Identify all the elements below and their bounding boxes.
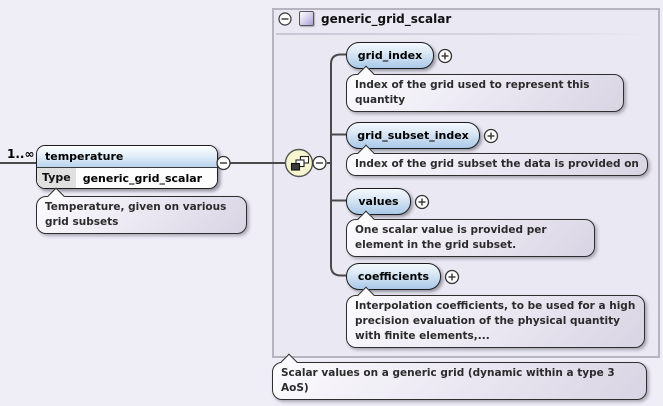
annotation-text: Index of the grid subset the data is pro… bbox=[355, 158, 639, 170]
sequence-compositor-icon[interactable] bbox=[282, 146, 316, 180]
complex-type-square-icon bbox=[299, 11, 314, 26]
occurrence-label: 1..∞ bbox=[7, 147, 35, 161]
element-grid-subset-index[interactable]: grid_subset_index bbox=[346, 122, 480, 149]
plus-circle-icon[interactable] bbox=[437, 48, 453, 64]
element-grid-index[interactable]: grid_index bbox=[346, 42, 434, 69]
plus-circle-icon[interactable] bbox=[414, 194, 430, 210]
plus-circle-icon[interactable] bbox=[444, 269, 460, 285]
minus-circle-icon[interactable] bbox=[312, 155, 328, 171]
plus-circle-icon[interactable] bbox=[483, 128, 499, 144]
element-name: temperature bbox=[37, 146, 217, 168]
element-type-row: Type generic_grid_scalar bbox=[37, 168, 217, 188]
element-row-values: values bbox=[346, 188, 430, 215]
annotation-bubble-grid-subset-index: Index of the grid subset the data is pro… bbox=[346, 144, 648, 176]
panel-title: generic_grid_scalar bbox=[321, 11, 452, 26]
element-temperature[interactable]: temperature Type generic_grid_scalar bbox=[36, 145, 218, 189]
collapse-toggle-icon[interactable] bbox=[278, 11, 292, 26]
annotation-text: Scalar values on a generic grid (dynamic… bbox=[281, 367, 615, 394]
type-value: generic_grid_scalar bbox=[82, 171, 203, 185]
annotation-text: Temperature, given on various grid subse… bbox=[45, 201, 227, 228]
element-row-grid-index: grid_index bbox=[346, 42, 453, 69]
annotation-text: Interpolation coefficients, to be used f… bbox=[355, 300, 636, 342]
element-values[interactable]: values bbox=[346, 188, 411, 215]
annotation-bubble-type-panel: Scalar values on a generic grid (dynamic… bbox=[272, 353, 647, 400]
minus-circle-icon[interactable] bbox=[216, 155, 232, 171]
annotation-text: One scalar value is provided per element… bbox=[355, 224, 547, 251]
element-coefficients[interactable]: coefficients bbox=[346, 263, 441, 290]
annotation-bubble-temperature: Temperature, given on various grid subse… bbox=[36, 187, 247, 234]
annotation-text: Index of the grid used to represent this… bbox=[355, 79, 590, 106]
annotation-bubble-coefficients: Interpolation coefficients, to be used f… bbox=[346, 286, 645, 348]
element-row-grid-subset-index: grid_subset_index bbox=[346, 122, 499, 149]
type-label: Type bbox=[37, 168, 76, 188]
element-row-coefficients: coefficients bbox=[346, 263, 460, 290]
panel-header-separator bbox=[276, 33, 648, 35]
annotation-bubble-grid-index: Index of the grid used to represent this… bbox=[346, 65, 624, 112]
annotation-bubble-values: One scalar value is provided per element… bbox=[346, 210, 595, 257]
panel-header: generic_grid_scalar bbox=[278, 11, 451, 26]
